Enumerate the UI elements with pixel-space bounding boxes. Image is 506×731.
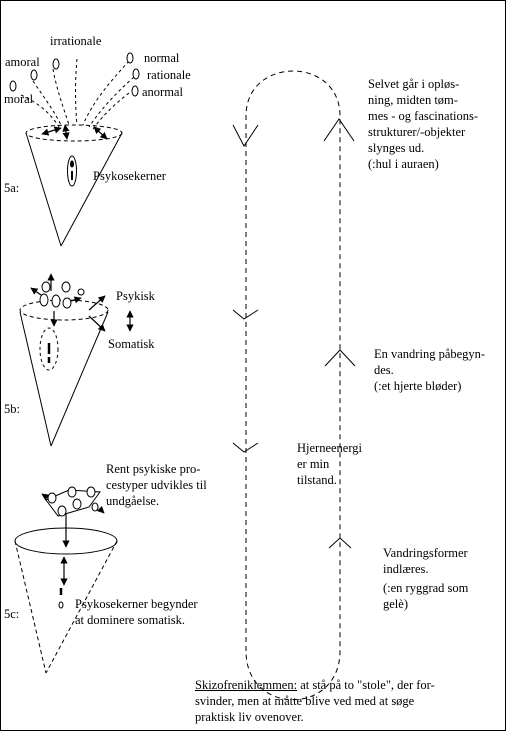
axis-top-5b: Psykisk bbox=[116, 289, 155, 303]
arrows-5b bbox=[30, 273, 106, 332]
process-line-3: undgåelse. bbox=[106, 494, 160, 508]
arrows-5c bbox=[41, 493, 105, 548]
process-objects-5c bbox=[45, 486, 101, 517]
wandering-line-3: (:et hjerte bløder) bbox=[374, 379, 462, 393]
aspect-paths-5a bbox=[20, 58, 135, 130]
footer-line-2: svinder, men at måtte blive ved med at s… bbox=[195, 694, 415, 708]
core-5a bbox=[67, 155, 77, 187]
dissolution-line-4: strukturer/-objekter bbox=[368, 125, 466, 139]
cone-5b bbox=[19, 299, 109, 447]
aspect-irrationale: irrationale bbox=[50, 34, 102, 48]
process-line-2: cestyper udvikles til bbox=[106, 478, 207, 492]
step-label-5c: 5c: bbox=[4, 607, 20, 621]
central-loop bbox=[245, 70, 341, 701]
core-label-5a: Psykosekerner bbox=[93, 169, 166, 183]
dissolution-line-3: mes - og fascinations- bbox=[368, 109, 479, 123]
core-5b bbox=[39, 327, 59, 371]
aspect-beads-5a bbox=[9, 52, 140, 97]
core-line-2: at dominere somatisk. bbox=[75, 613, 186, 627]
footer-line-3: praktisk liv ovenover. bbox=[195, 710, 304, 724]
footer-text-first: at stå på to "stole", der for- bbox=[297, 678, 435, 692]
aspect-amoral: amoral bbox=[5, 55, 40, 69]
footer-line-1: Skizofreniklemmen: at stå på to "stole",… bbox=[195, 678, 435, 693]
dissolution-line-5: slynges ud. bbox=[368, 141, 425, 155]
objects-5b bbox=[39, 281, 85, 309]
forms-line-3: (:en ryggrad som bbox=[383, 581, 469, 595]
aspect-normal: normal bbox=[144, 51, 180, 65]
step-label-5b: 5b: bbox=[4, 402, 20, 416]
axis-bottom-5b: Somatisk bbox=[108, 337, 155, 351]
core-5c bbox=[58, 588, 64, 609]
aspect-rationale: rationale bbox=[147, 68, 191, 82]
forms-line-2: indlæres. bbox=[383, 562, 429, 576]
aspect-anormal: anormal bbox=[142, 85, 183, 99]
forms-line-4: gelè) bbox=[383, 597, 408, 611]
loop-down-arrows bbox=[232, 124, 259, 453]
loop-center-line-2: er min bbox=[297, 457, 330, 471]
process-line-1: Rent psykiske pro- bbox=[106, 462, 201, 476]
dissolution-line-1: Selvet går i opløs- bbox=[368, 77, 460, 91]
forms-line-1: Vandringsformer bbox=[383, 546, 468, 560]
dissolution-line-6: (:hul i auraen) bbox=[368, 157, 439, 171]
outflow-arrows-5a bbox=[41, 124, 108, 140]
footer-term: Skizofreniklemmen: bbox=[195, 678, 298, 692]
loop-center-line-1: Hjerneenergi bbox=[297, 441, 363, 455]
wandering-line-1: En vandring påbegyn- bbox=[374, 347, 486, 361]
loop-up-arrows bbox=[323, 118, 356, 549]
core-line-1: Psykosekerner begynder bbox=[75, 597, 198, 611]
dissolution-line-2: ning, midten tøm- bbox=[368, 93, 458, 107]
loop-center-line-3: tilstand. bbox=[297, 473, 337, 487]
cone-5a bbox=[25, 124, 123, 247]
step-label-5a: 5a: bbox=[4, 181, 20, 195]
aspect-moral: moral bbox=[4, 92, 34, 106]
wandering-line-2: des. bbox=[374, 363, 394, 377]
